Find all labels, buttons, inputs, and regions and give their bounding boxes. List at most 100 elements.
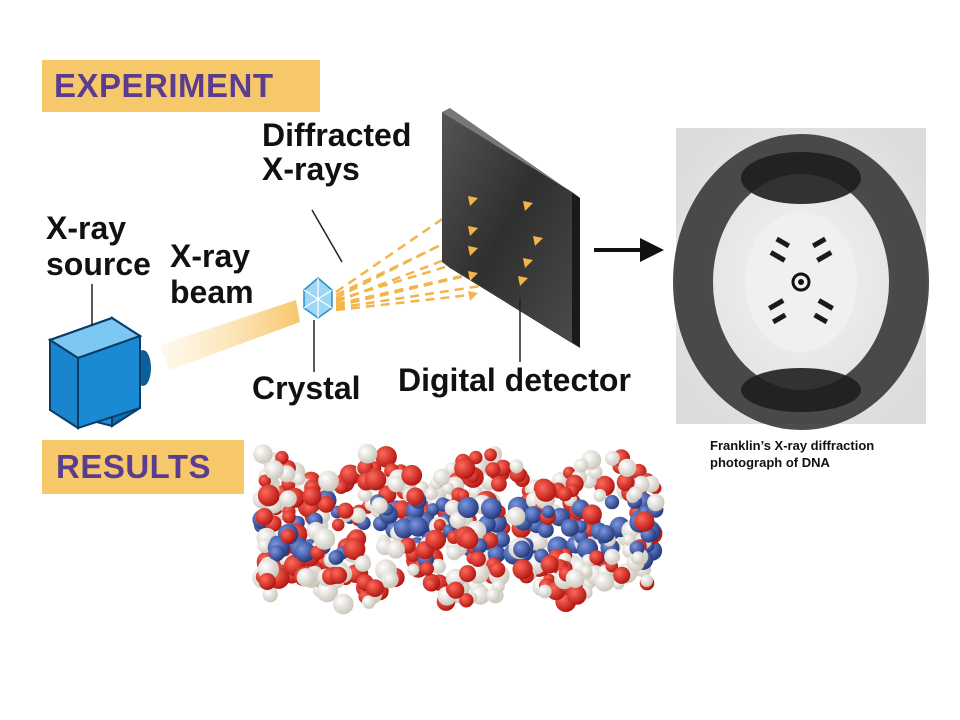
dna-atom (357, 487, 373, 503)
dna-atom (491, 476, 507, 492)
photo-caption: Franklin’s X-ray diffraction photograph … (710, 438, 875, 470)
dna-atom (574, 458, 589, 473)
dna-atom (513, 540, 531, 558)
dna-atom (258, 474, 271, 487)
dna-atom (279, 490, 297, 508)
dna-atom (605, 450, 620, 466)
dna-atom (357, 444, 378, 464)
dna-atom (328, 550, 343, 565)
digital-detector (442, 108, 580, 348)
dna-atom (538, 522, 554, 538)
dna-atom (296, 568, 316, 587)
dna-atom (407, 563, 420, 576)
dna-atom (386, 540, 405, 559)
dna-atom (264, 460, 284, 480)
dna-atom (331, 518, 345, 532)
dna-atom (537, 584, 552, 599)
dna-atom (433, 519, 446, 532)
dna-atom (604, 548, 621, 565)
dna-atom (628, 486, 643, 501)
dna-atom (494, 531, 510, 548)
dna-atom (469, 450, 483, 465)
dna-atom (275, 450, 289, 465)
dna-atom (426, 503, 440, 516)
dna-atom (408, 517, 428, 537)
dna-atom (446, 544, 462, 561)
dna-atom (375, 446, 397, 468)
dna-atom (535, 480, 557, 502)
dna-atom (459, 593, 474, 608)
dna-atom (524, 506, 542, 524)
dna-atom (647, 493, 665, 512)
dna-atom (387, 475, 405, 493)
dna-atom (540, 555, 559, 574)
dna-atom (292, 472, 306, 486)
dna-atom (433, 468, 451, 486)
dna-atom (364, 469, 387, 491)
ray-arrowheads (468, 196, 543, 301)
dna-atom (560, 518, 579, 537)
dna-atom (317, 495, 335, 513)
dna-atom (447, 581, 465, 599)
dna-atom (484, 448, 497, 462)
dna-atom (420, 561, 434, 576)
dna-atom (424, 577, 439, 592)
dna-atom (489, 561, 506, 578)
dna-atom (631, 551, 645, 564)
dna-atom (480, 497, 503, 519)
dna-atom (567, 585, 587, 605)
dna-atom (253, 444, 273, 464)
crystal-label: Crystal (252, 370, 361, 406)
dna-atom (401, 464, 423, 486)
dna-atom (316, 580, 339, 603)
dna-atom (337, 502, 354, 519)
dna-atom (506, 507, 526, 526)
dna-atom (425, 529, 446, 551)
dna-atom (255, 508, 273, 526)
dna-atom (486, 588, 500, 603)
dna-atom (593, 488, 607, 502)
dna-atom (350, 507, 367, 524)
xray-beam (160, 300, 300, 370)
dna-atom (618, 458, 637, 477)
dna-atom (262, 586, 278, 603)
dna-atom (430, 558, 446, 574)
dna-atom (509, 459, 524, 474)
xray-source-box (47, 316, 151, 430)
dna-atom (406, 487, 425, 506)
dna-atom (634, 511, 655, 532)
dna-atom (512, 559, 533, 580)
dna-atom (257, 484, 280, 507)
dna-atom (542, 505, 555, 519)
dna-atom (589, 550, 604, 565)
dna-atom (294, 541, 315, 563)
dna-atom (258, 573, 276, 590)
dna-atom (268, 545, 285, 562)
right-arrow-icon (594, 238, 664, 262)
dna-diffraction-photo (673, 128, 929, 430)
dna-atom (597, 525, 615, 543)
dna-atom (613, 566, 631, 584)
dna-atom (459, 565, 477, 583)
crystal-icon (303, 277, 333, 319)
dna-atom (459, 529, 479, 550)
xray-beam-label: X-ray beam (170, 238, 254, 310)
dna-atom (454, 457, 476, 479)
dna-atom (280, 528, 296, 544)
dna-atom (354, 555, 371, 572)
results-banner: RESULTS (42, 440, 244, 494)
experiment-banner: EXPERIMENT (42, 60, 320, 112)
dna-atom (339, 464, 361, 486)
dna-atom (318, 470, 339, 492)
dna-atom (604, 494, 620, 510)
dna-atom (362, 595, 376, 609)
dna-atom (594, 572, 615, 592)
dna-molecule-model (252, 444, 665, 615)
diffracted-xrays-label: Diffracted X-rays (262, 117, 412, 187)
dna-atom (343, 538, 366, 560)
dna-atom (333, 593, 354, 615)
dna-atom (581, 504, 602, 525)
dna-atom (330, 566, 348, 584)
dna-atom (302, 486, 322, 506)
